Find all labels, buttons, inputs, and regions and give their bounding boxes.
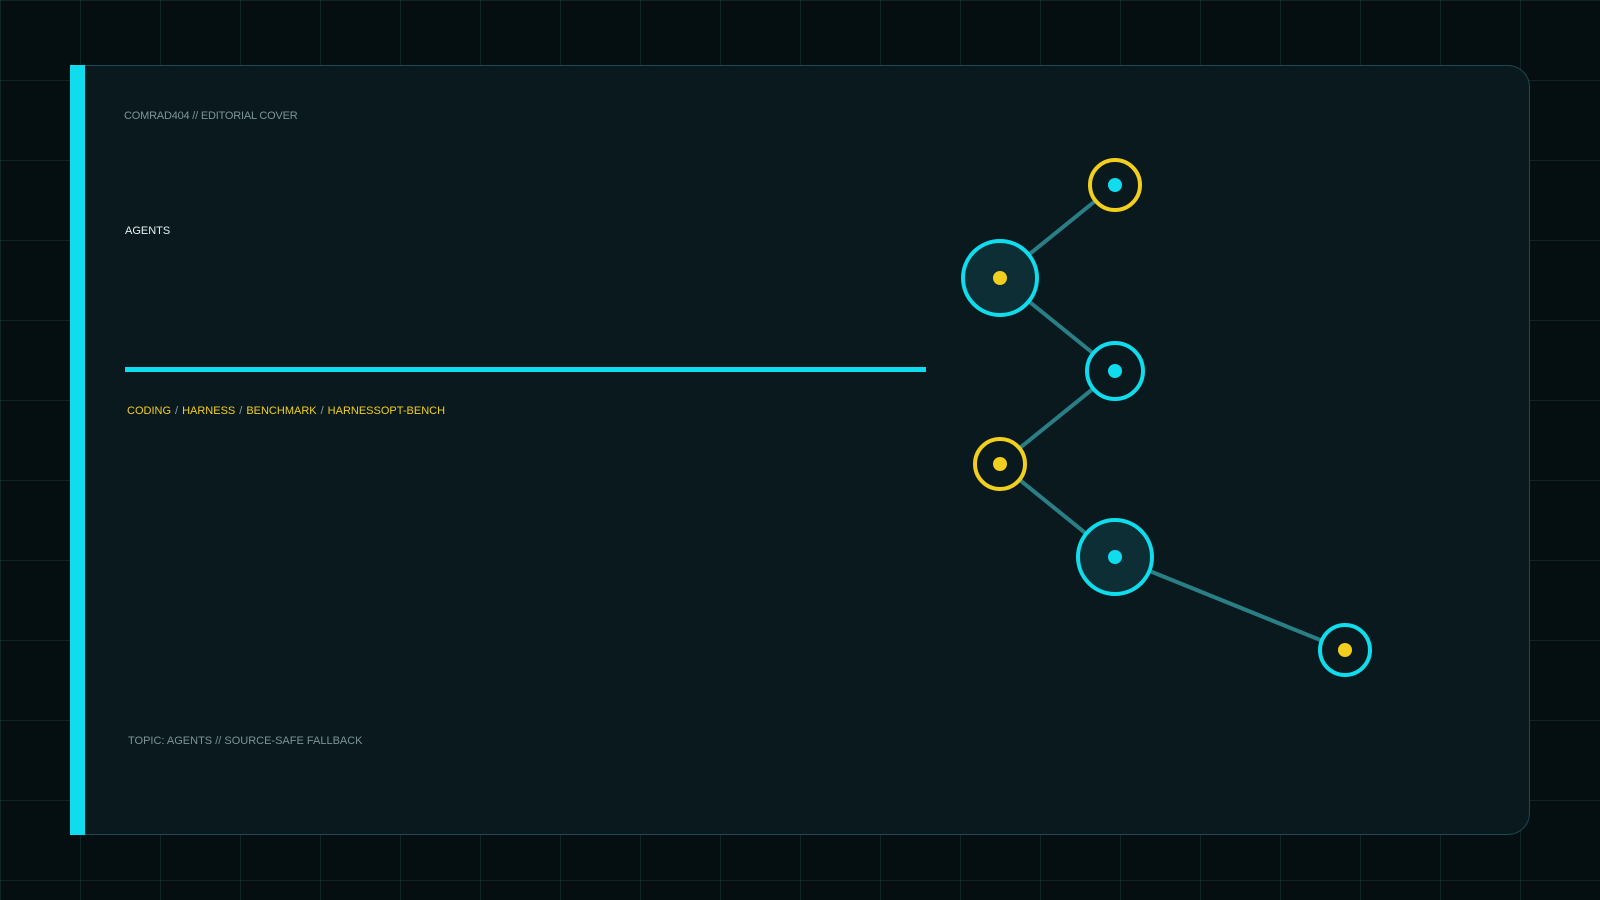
graph-node[interactable]: [1088, 158, 1142, 212]
graph-node[interactable]: [1076, 518, 1154, 596]
tag-separator: /: [175, 405, 179, 417]
section-title: AGENTS: [125, 225, 171, 237]
graph-node[interactable]: [961, 239, 1039, 317]
tag-separator: /: [239, 405, 243, 417]
graph-node-dot: [1338, 643, 1352, 657]
graph-node[interactable]: [1085, 341, 1145, 401]
tag-coding[interactable]: CODING: [127, 405, 171, 417]
eyebrow-label: COMRAD404 // EDITORIAL COVER: [124, 110, 298, 122]
graph-edges: [998, 183, 1346, 652]
graph-node[interactable]: [1318, 623, 1372, 677]
tag-harness[interactable]: HARNESS: [182, 405, 236, 417]
tag-harnessopt-bench[interactable]: HARNESSOPT-BENCH: [327, 405, 446, 417]
tag-list: CODING / HARNESS / BENCHMARK / HARNESSOP…: [127, 405, 445, 417]
footer-topic: TOPIC: AGENTS // SOURCE-SAFE FALLBACK: [128, 735, 363, 747]
graph-nodes: [961, 158, 1372, 677]
graph-node-dot: [993, 271, 1007, 285]
graph-node[interactable]: [973, 437, 1027, 491]
graph-edge: [1114, 555, 1346, 652]
graph-node-dot: [993, 457, 1007, 471]
graph-node-dot: [1108, 364, 1122, 378]
graph-node-dot: [1108, 550, 1122, 564]
tag-separator: /: [320, 405, 324, 417]
tag-benchmark[interactable]: BENCHMARK: [246, 405, 317, 417]
accent-bar: [70, 65, 85, 835]
graph-node-dot: [1108, 178, 1122, 192]
divider-rule: [125, 367, 926, 372]
cover-card: [70, 65, 1530, 835]
